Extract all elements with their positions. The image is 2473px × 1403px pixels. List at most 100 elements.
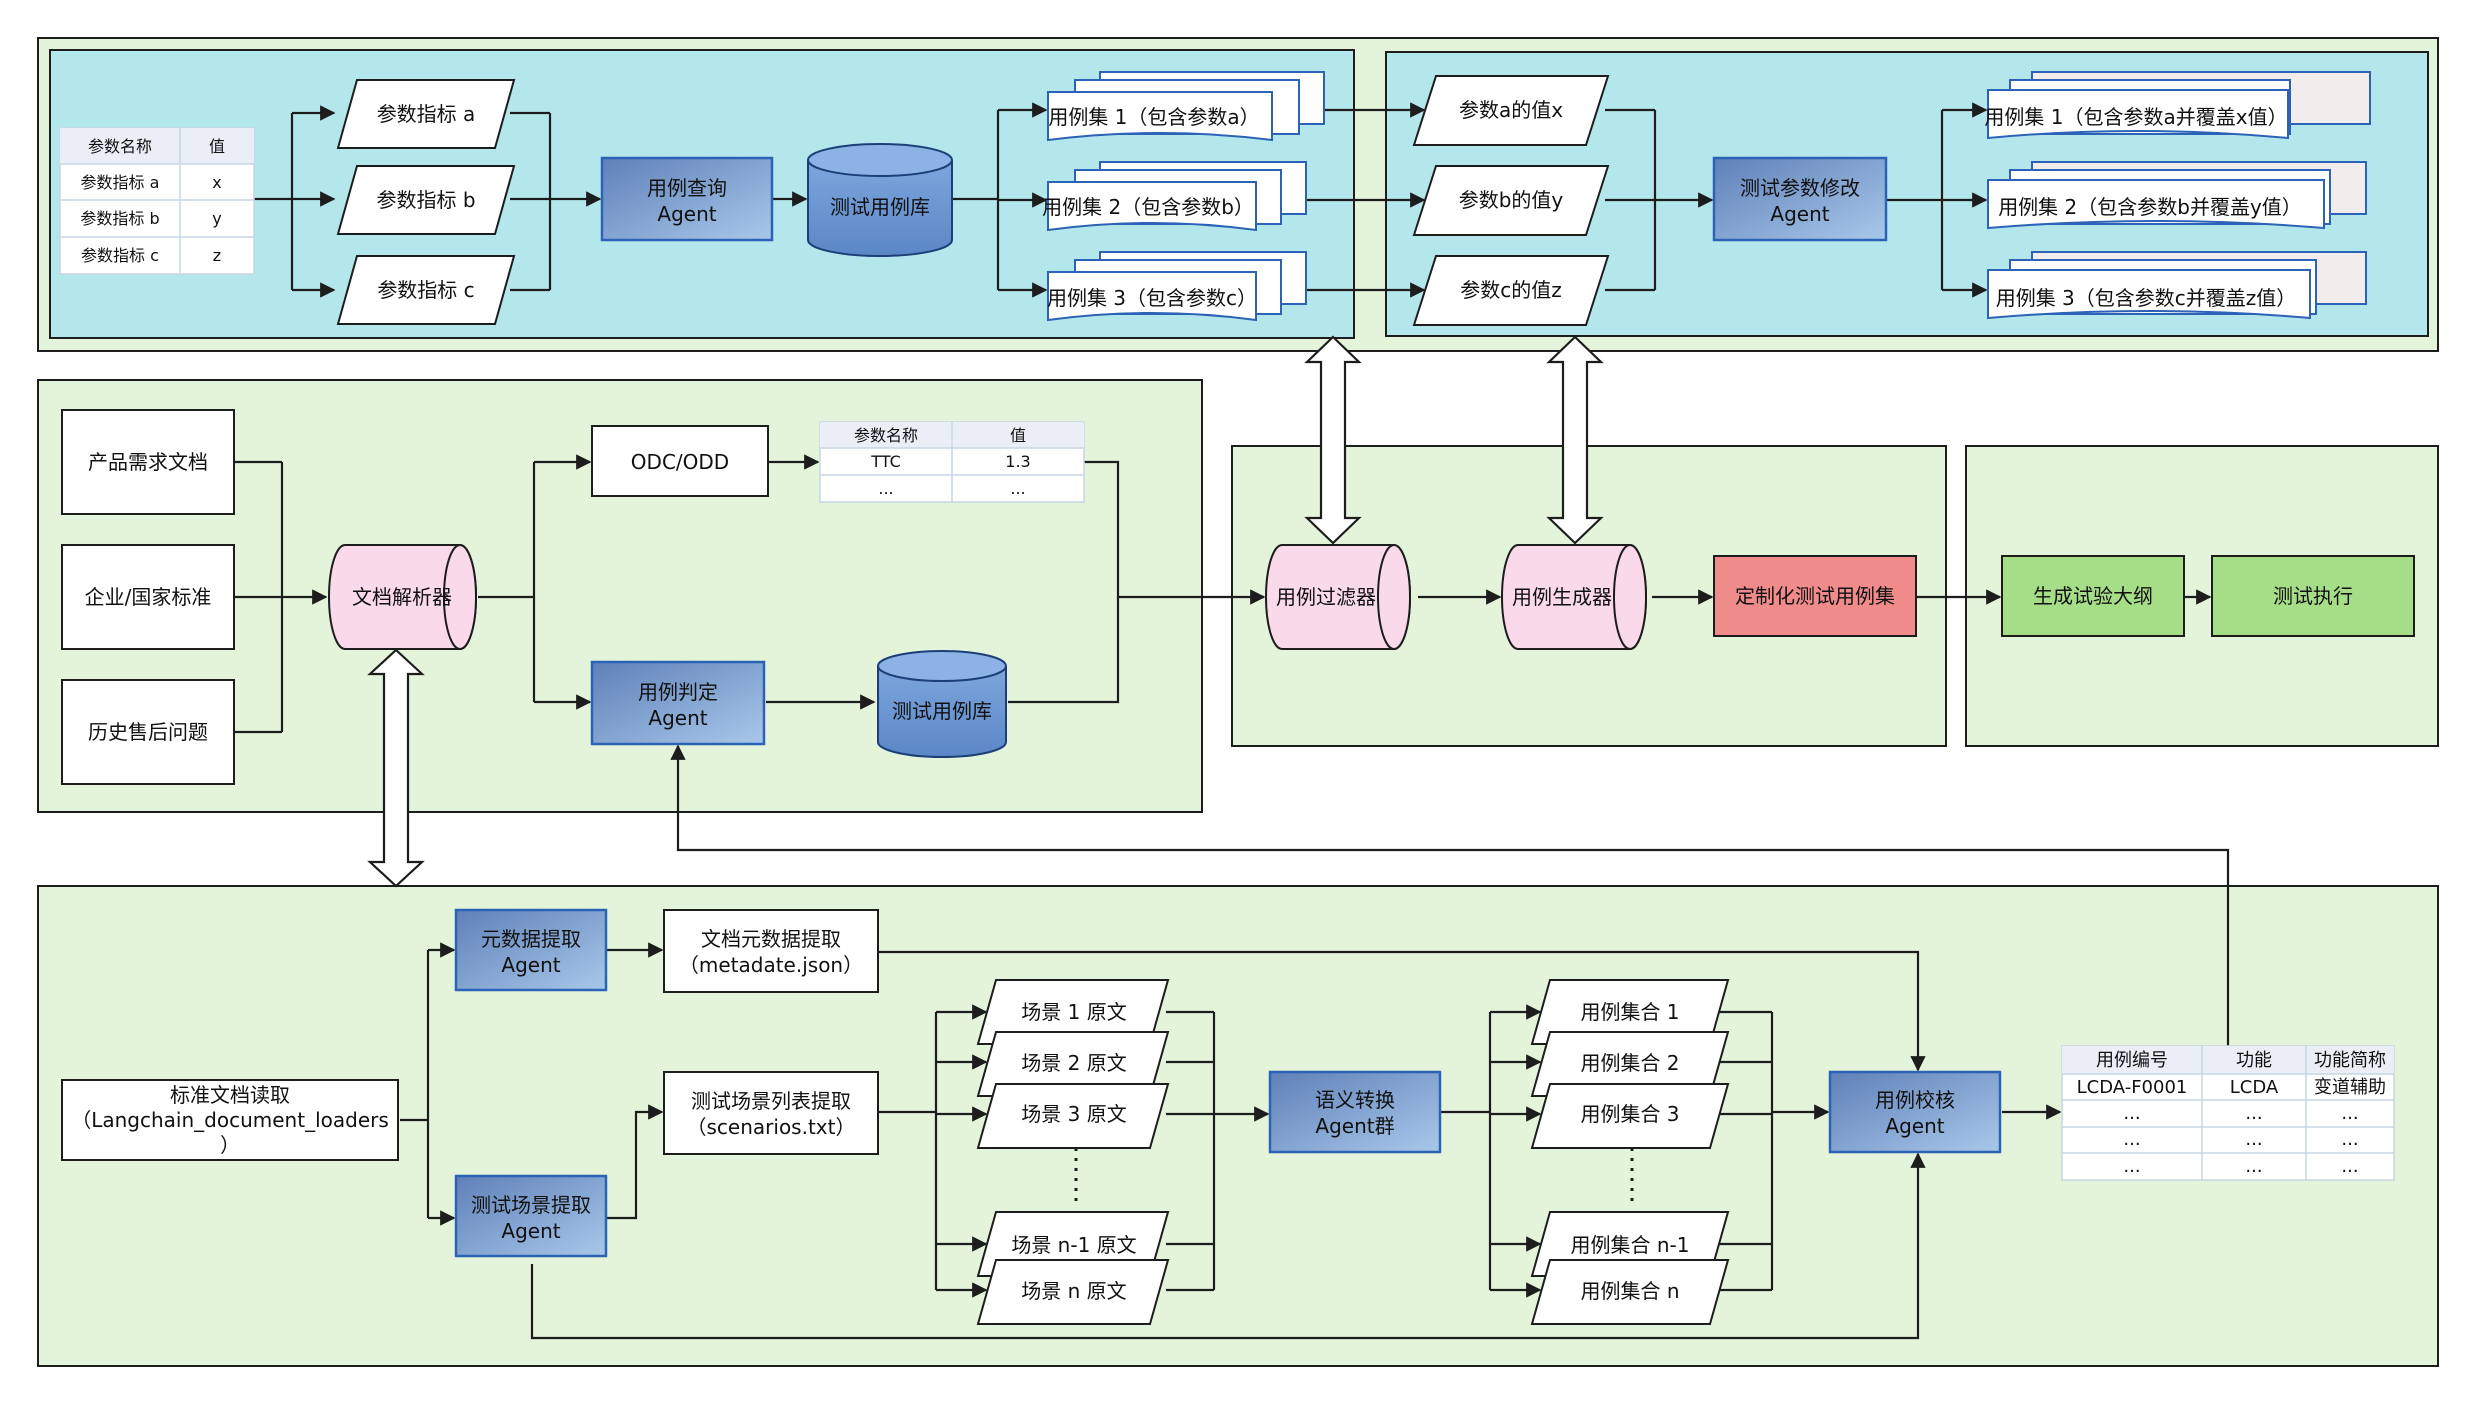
doc-requirements-label: 产品需求文档 [88, 450, 208, 474]
modified-set-stack-3: 用例集 3（包含参数c并覆盖z值） [1987, 251, 2367, 320]
doc-reader-line1: 标准文档读取 [170, 1083, 290, 1107]
doc-parser-label: 文档解析器 [352, 585, 452, 609]
param-table: 参数名称 值 参数指标 a x 参数指标 b y 参数指标 c z [59, 127, 255, 275]
modified-set-3-label: 用例集 3（包含参数c并覆盖z值） [1996, 286, 2297, 310]
case-db-middle: 测试用例库 [877, 650, 1007, 758]
double-arrow-filter [1304, 335, 1362, 545]
case-set-stack-2: 用例集 2（包含参数b） [1042, 161, 1307, 232]
judge-agent-line1: 用例判定 [638, 680, 718, 704]
result-table-cell: ... [2245, 1156, 2262, 1177]
collection-label: 用例集合 n-1 [1571, 1233, 1690, 1257]
param-table-cell: 参数指标 c [81, 246, 159, 265]
modified-set-2-label: 用例集 2（包含参数b并覆盖y值） [1998, 195, 2302, 219]
param-table-header-value: 值 [209, 137, 225, 156]
doc-requirements [61, 409, 235, 515]
odc-table-header-name: 参数名称 [854, 426, 918, 445]
param-a-box [336, 79, 516, 149]
query-agent: 用例查询 Agent [600, 156, 774, 242]
result-table-cell: ... [2245, 1103, 2262, 1124]
result-table-header: 功能简称 [2314, 1050, 2386, 1071]
custom-case-set-label: 定制化测试用例集 [1735, 584, 1895, 608]
case-set-3-label: 用例集 3（包含参数c） [1047, 286, 1257, 310]
case-filter: 用例过滤器 [1265, 544, 1411, 650]
value-parallelograms: 参数a的值x 参数b的值y 参数c的值z [1412, 75, 1610, 326]
param-b-box [336, 165, 516, 235]
scene-agent: 测试场景提取 Agent [454, 1174, 608, 1258]
result-table-cell: LCDA [2230, 1077, 2279, 1098]
result-table-cell: LCDA-F0001 [2077, 1077, 2188, 1098]
result-table-cell: ... [2123, 1156, 2140, 1177]
ellipsis-dots [1074, 1148, 1634, 1208]
collection-label: 用例集合 n [1580, 1279, 1679, 1303]
meta-agent: 元数据提取 Agent [454, 908, 608, 992]
param-parallelograms: 参数指标 a 参数指标 b 参数指标 c [336, 79, 516, 325]
meta-output: 文档元数据提取 （metadate.json） [663, 909, 879, 993]
custom-case-set: 定制化测试用例集 [1713, 555, 1917, 637]
collection-label: 用例集合 1 [1580, 1000, 1679, 1024]
check-agent-line2: Agent [1885, 1114, 1944, 1138]
odc-table: 参数名称 值 TTC 1.3 ... ... [819, 421, 1085, 503]
test-outline: 生成试验大纲 [2001, 555, 2185, 637]
scene-output-line2: （scenarios.txt） [687, 1115, 856, 1139]
test-outline-label: 生成试验大纲 [2033, 584, 2153, 608]
test-execution: 测试执行 [2211, 555, 2415, 637]
param-table-cell: z [213, 246, 221, 265]
scene-output-line1: 测试场景列表提取 [691, 1089, 851, 1113]
result-table-cell: ... [2123, 1103, 2140, 1124]
doc-standards-label: 企业/国家标准 [85, 585, 212, 609]
case-set-stack-1: 用例集 1（包含参数a） [1047, 71, 1325, 142]
param-table-cell: 参数指标 a [81, 173, 160, 192]
case-db-top: 测试用例库 [807, 143, 953, 257]
param-a-label: 参数指标 a [377, 102, 476, 126]
value-c-label: 参数c的值z [1460, 278, 1562, 302]
doc-reader: 标准文档读取 （Langchain_document_loaders ） [61, 1079, 399, 1161]
param-c-label: 参数指标 c [377, 278, 474, 302]
odc-table-cell: ... [878, 479, 893, 498]
semantic-agent-line2: Agent群 [1315, 1114, 1394, 1138]
double-arrow-generator [1546, 335, 1604, 545]
result-table-cell: ... [2341, 1103, 2358, 1124]
scene-box [976, 1083, 1170, 1149]
result-table-cell: ... [2341, 1129, 2358, 1150]
case-set-2-label: 用例集 2（包含参数b） [1042, 195, 1254, 219]
double-arrows [367, 335, 1604, 888]
result-table-header: 功能 [2236, 1050, 2272, 1071]
meta-output-line2: （metadate.json） [679, 953, 863, 977]
result-table-cell: 变道辅助 [2314, 1077, 2386, 1098]
scene-box [976, 1259, 1170, 1325]
test-execution-label: 测试执行 [2273, 584, 2353, 608]
meta-agent-line1: 元数据提取 [481, 927, 581, 951]
check-agent: 用例校核 Agent [1828, 1070, 2002, 1154]
param-table-cell: x [212, 173, 221, 192]
result-table-cell: ... [2341, 1156, 2358, 1177]
doc-parser: 文档解析器 [328, 544, 477, 650]
connectors [234, 102, 2230, 1340]
doc-standards [61, 544, 235, 650]
collection-label: 用例集合 2 [1580, 1051, 1679, 1075]
param-table-header-name: 参数名称 [88, 137, 152, 156]
semantic-agent: 语义转换 Agent群 [1268, 1070, 1442, 1154]
odc-table-cell: 1.3 [1005, 452, 1030, 471]
param-table-cell: 参数指标 b [80, 209, 159, 228]
case-db-top-label: 测试用例库 [830, 195, 930, 219]
source-docs: 产品需求文档 企业/国家标准 历史售后问题 [61, 409, 235, 785]
collection-label: 用例集合 3 [1580, 1102, 1679, 1126]
scene-label: 场景 1 原文 [1021, 1000, 1126, 1024]
case-filter-label: 用例过滤器 [1276, 585, 1376, 609]
meta-output-line1: 文档元数据提取 [701, 927, 841, 951]
modified-set-1-label: 用例集 1（包含参数a并覆盖x值） [1984, 105, 2287, 129]
value-c-box [1412, 255, 1610, 326]
value-a-box [1412, 75, 1610, 146]
case-set-stack-3: 用例集 3（包含参数c） [1047, 251, 1307, 322]
case-generator: 用例生成器 [1501, 544, 1647, 650]
collection-box [1530, 1259, 1730, 1325]
semantic-agent-line1: 语义转换 [1315, 1088, 1395, 1112]
scene-label: 场景 2 原文 [1021, 1051, 1126, 1075]
doc-aftersales-label: 历史售后问题 [88, 720, 208, 744]
case-db-middle-label: 测试用例库 [892, 699, 992, 723]
odc-box: ODC/ODD [591, 425, 769, 497]
modified-set-stack-1: 用例集 1（包含参数a并覆盖x值） [1984, 71, 2371, 140]
param-c-box [336, 255, 516, 325]
scene-agent-line2: Agent [501, 1219, 560, 1243]
